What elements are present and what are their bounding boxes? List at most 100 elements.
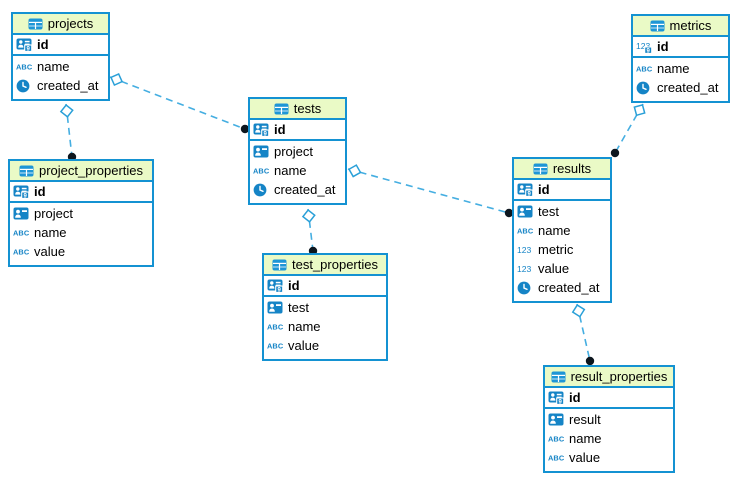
column-name: created_at <box>538 280 600 295</box>
column-row-project_properties-value[interactable]: ABC value <box>10 242 152 261</box>
column-row-results-test[interactable]: test <box>514 202 610 221</box>
column-row-test_properties-test[interactable]: test <box>264 298 386 317</box>
column-row-tests-created_at[interactable]: created_at <box>250 180 345 199</box>
key-columns-section: 123 9 id <box>633 37 728 58</box>
column-row-projects-name[interactable]: ABC name <box>13 57 108 76</box>
column-name: name <box>37 59 70 74</box>
table-header-projects[interactable]: projects <box>13 14 108 35</box>
column-row-project_properties-project[interactable]: project <box>10 204 152 223</box>
column-row-project_properties-name[interactable]: ABC name <box>10 223 152 242</box>
text-type-icon: ABC <box>253 165 270 176</box>
column-row-results-created_at[interactable]: created_at <box>514 278 610 297</box>
column-row-result_properties-id[interactable]: 9 id <box>545 388 673 407</box>
column-row-test_properties-name[interactable]: ABC name <box>264 317 386 336</box>
table-projects[interactable]: projects 9 id ABC name created_at <box>11 12 110 101</box>
relation-tests-test_properties[interactable] <box>301 208 318 256</box>
svg-text:ABC: ABC <box>517 227 534 236</box>
id-card-key-icon: 9 <box>253 123 270 137</box>
relation-projects-tests[interactable] <box>109 72 250 134</box>
column-name: value <box>34 244 66 259</box>
relation-projects-project_properties[interactable] <box>59 103 77 162</box>
table-title: result_properties <box>570 369 668 384</box>
table-tests[interactable]: tests 9 id project ABC name created_at <box>248 97 347 205</box>
text-type-icon: ABC <box>16 61 33 72</box>
id-card-key-icon: 9 <box>517 183 534 197</box>
table-result_properties[interactable]: result_properties 9 id result ABC name A… <box>543 365 675 473</box>
column-row-projects-id[interactable]: 9 id <box>13 35 108 54</box>
column-row-results-id[interactable]: 9 id <box>514 180 610 199</box>
column-row-results-metric[interactable]: 123 metric <box>514 240 610 259</box>
column-row-test_properties-value[interactable]: ABC value <box>264 336 386 355</box>
column-row-metrics-name[interactable]: ABC name <box>633 59 728 78</box>
table-title: test_properties <box>292 257 378 272</box>
table-icon <box>274 103 289 115</box>
column-row-results-name[interactable]: ABC name <box>514 221 610 240</box>
svg-text:ABC: ABC <box>16 63 33 72</box>
svg-text:9: 9 <box>264 131 268 136</box>
column-name: name <box>288 319 321 334</box>
column-row-test_properties-id[interactable]: 9 id <box>264 276 386 295</box>
column-name: metric <box>538 242 574 257</box>
table-test_properties[interactable]: test_properties 9 id test ABC name ABC v… <box>262 253 388 361</box>
column-name: id <box>657 39 669 54</box>
column-row-metrics-id[interactable]: 123 9 id <box>633 37 728 56</box>
column-row-results-value[interactable]: 123 value <box>514 259 610 278</box>
numeric-id-key-icon: 123 9 <box>636 40 653 54</box>
table-header-result_properties[interactable]: result_properties <box>545 367 673 388</box>
reference-type-icon <box>253 145 270 159</box>
column-row-result_properties-name[interactable]: ABC name <box>545 429 673 448</box>
datetime-type-icon <box>253 183 270 197</box>
svg-text:123: 123 <box>517 245 532 255</box>
key-columns-section: 9 id <box>250 120 345 141</box>
column-row-project_properties-id[interactable]: 9 id <box>10 182 152 201</box>
columns-section: project ABC name created_at <box>250 141 345 203</box>
column-name: created_at <box>657 80 719 95</box>
table-metrics[interactable]: metrics 123 9 id ABC name created_at <box>631 14 730 103</box>
text-type-icon: ABC <box>517 225 534 236</box>
table-icon <box>272 259 287 271</box>
id-card-key-icon: 9 <box>548 391 565 405</box>
columns-section: result ABC name ABC value <box>545 409 673 471</box>
number-type-icon: 123 <box>517 244 534 255</box>
column-row-result_properties-result[interactable]: result <box>545 410 673 429</box>
table-header-results[interactable]: results <box>514 159 610 180</box>
column-row-tests-project[interactable]: project <box>250 142 345 161</box>
column-name: name <box>657 61 690 76</box>
table-header-project_properties[interactable]: project_properties <box>10 161 152 182</box>
svg-text:9: 9 <box>528 191 532 196</box>
key-columns-section: 9 id <box>545 388 673 409</box>
column-name: project <box>34 206 74 221</box>
column-name: project <box>274 144 314 159</box>
svg-text:123: 123 <box>517 264 532 274</box>
columns-section: test ABC name 123 metric 123 value creat… <box>514 201 610 301</box>
table-header-metrics[interactable]: metrics <box>633 16 728 37</box>
column-row-tests-id[interactable]: 9 id <box>250 120 345 139</box>
column-row-metrics-created_at[interactable]: created_at <box>633 78 728 97</box>
table-project_properties[interactable]: project_properties 9 id project ABC name… <box>8 159 154 267</box>
text-type-icon: ABC <box>548 452 565 463</box>
svg-text:ABC: ABC <box>267 323 284 332</box>
number-type-icon: 123 <box>517 263 534 274</box>
columns-section: ABC name created_at <box>633 58 728 101</box>
table-icon <box>650 20 665 32</box>
column-name: test <box>288 300 309 315</box>
table-results[interactable]: results 9 id test ABC name 123 metric 12… <box>512 157 612 303</box>
column-row-tests-name[interactable]: ABC name <box>250 161 345 180</box>
table-header-test_properties[interactable]: test_properties <box>264 255 386 276</box>
datetime-type-icon <box>517 281 534 295</box>
column-name: value <box>538 261 570 276</box>
column-row-projects-created_at[interactable]: created_at <box>13 76 108 95</box>
svg-text:ABC: ABC <box>548 454 565 463</box>
column-name: id <box>37 37 49 52</box>
columns-section: ABC name created_at <box>13 56 108 99</box>
datetime-type-icon <box>636 81 653 95</box>
relation-results-result_properties[interactable] <box>571 303 595 366</box>
svg-text:ABC: ABC <box>13 229 30 238</box>
relation-tests-results[interactable] <box>347 164 514 218</box>
svg-text:9: 9 <box>559 399 563 404</box>
column-row-result_properties-value[interactable]: ABC value <box>545 448 673 467</box>
table-header-tests[interactable]: tests <box>250 99 345 120</box>
relation-metrics-results[interactable] <box>610 103 646 158</box>
